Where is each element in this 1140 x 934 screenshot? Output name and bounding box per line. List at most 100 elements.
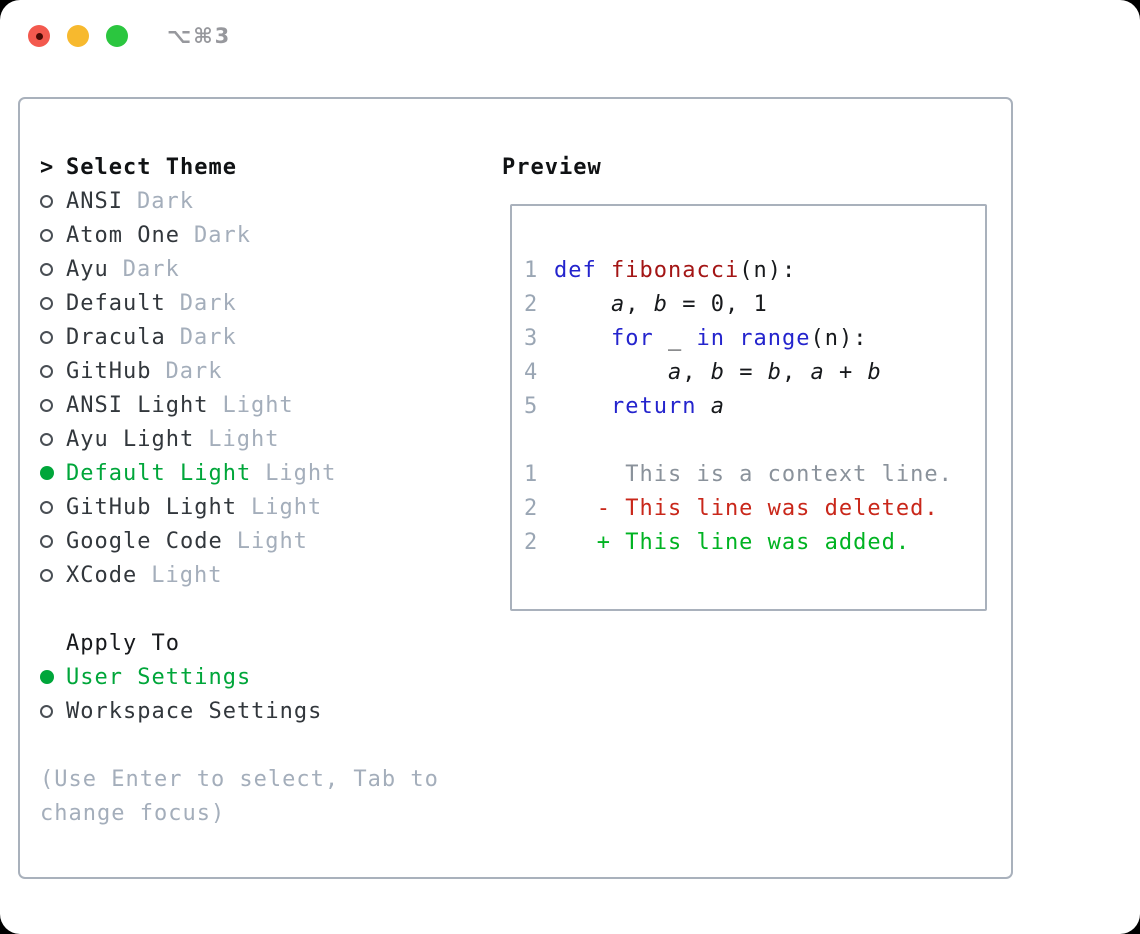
option-label: GitHub bbox=[66, 358, 152, 384]
line-number: 1 bbox=[524, 461, 539, 487]
titlebar: ⌥⌘3 bbox=[28, 0, 231, 72]
line-number: 1 bbox=[524, 257, 539, 283]
code-segment-plain: _ bbox=[653, 325, 697, 351]
code-segment-plain: = 0, 1 bbox=[667, 291, 768, 317]
select-theme-title: Select Theme bbox=[66, 154, 237, 180]
cursor-prefix-icon: > bbox=[40, 154, 55, 180]
radio-icon bbox=[40, 330, 53, 344]
code-segment-variable: b bbox=[767, 359, 782, 385]
option-variant: Light bbox=[250, 494, 323, 520]
option-label: Workspace Settings bbox=[66, 698, 323, 724]
theme-option-ayu-dark[interactable]: Ayu Dark bbox=[40, 252, 439, 286]
code-segment-variable: a bbox=[610, 291, 626, 317]
code-segment-plain bbox=[554, 292, 611, 317]
theme-option-dracula-dark[interactable]: Dracula Dark bbox=[40, 320, 439, 354]
spacer bbox=[40, 592, 439, 626]
option-variant: Light bbox=[265, 460, 337, 486]
radio-icon bbox=[40, 296, 53, 310]
diff-block: 1 This is a context line.2 - This line w… bbox=[524, 457, 985, 559]
option-variant: Light bbox=[236, 528, 308, 554]
code-segment-keyword: return bbox=[610, 393, 697, 419]
diff-line-context: 1 This is a context line. bbox=[524, 457, 985, 491]
option-variant: Dark bbox=[136, 188, 194, 214]
close-button[interactable] bbox=[28, 25, 50, 47]
option-variant: Light bbox=[151, 562, 223, 588]
code-segment-variable: a bbox=[667, 359, 683, 385]
line-number: 5 bbox=[524, 393, 539, 419]
option-label: XCode bbox=[66, 562, 138, 588]
option-label: Ayu bbox=[66, 256, 109, 282]
code-segment-variable: b bbox=[653, 291, 668, 317]
radio-icon bbox=[40, 398, 53, 412]
line-number: 3 bbox=[524, 325, 539, 351]
apply-option-user-settings[interactable]: User Settings bbox=[40, 660, 439, 694]
hint-line-1: (Use Enter to select, Tab to bbox=[40, 766, 439, 792]
option-label: Atom One bbox=[66, 222, 180, 248]
apply-to-header: Apply To bbox=[40, 626, 439, 660]
zoom-button[interactable] bbox=[106, 25, 128, 47]
code-segment-plain: , bbox=[625, 291, 654, 317]
code-segment-plain bbox=[597, 258, 611, 283]
radio-icon bbox=[40, 568, 53, 582]
theme-option-google-code-light[interactable]: Google Code Light bbox=[40, 524, 439, 558]
option-variant: Dark bbox=[179, 324, 237, 350]
option-variant: Dark bbox=[179, 290, 237, 316]
line-number: 2 bbox=[524, 291, 539, 317]
spacer bbox=[524, 423, 985, 457]
code-segment-variable: a bbox=[710, 393, 725, 419]
option-label: Default Light bbox=[66, 460, 252, 486]
apply-to-title: Apply To bbox=[66, 630, 180, 656]
radio-icon bbox=[40, 364, 53, 378]
radio-icon bbox=[40, 704, 53, 718]
code-segment-keyword: def bbox=[554, 257, 597, 283]
code-line: 3 for _ in range(n): bbox=[524, 321, 985, 355]
radio-icon bbox=[40, 534, 53, 548]
code-segment-plain bbox=[554, 326, 611, 351]
code-line: 2 a, b = 0, 1 bbox=[524, 287, 985, 321]
option-label: Google Code bbox=[66, 528, 223, 554]
code-segment-plain bbox=[725, 326, 739, 351]
code-segment-keyword: for bbox=[610, 325, 654, 351]
code-segment-plain: + bbox=[824, 359, 868, 385]
diff-text: - This line was deleted. bbox=[554, 495, 939, 521]
hint-line-2: change focus) bbox=[40, 800, 226, 826]
code-segment-variable: a bbox=[810, 359, 825, 385]
minimize-button[interactable] bbox=[67, 25, 89, 47]
diff-text: This is a context line. bbox=[554, 461, 953, 487]
option-label: Ayu Light bbox=[66, 426, 195, 452]
option-label: Dracula bbox=[66, 324, 166, 350]
theme-option-xcode-light[interactable]: XCode Light bbox=[40, 558, 439, 592]
diff-text: + This line was added. bbox=[554, 529, 911, 555]
option-variant: Dark bbox=[122, 256, 180, 282]
line-number: 4 bbox=[524, 359, 539, 385]
option-variant: Light bbox=[208, 426, 280, 452]
code-segment-variable: b bbox=[710, 359, 725, 385]
preview-header: Preview bbox=[502, 150, 602, 184]
diff-line-deleted: 2 - This line was deleted. bbox=[524, 491, 985, 525]
code-segment-plain bbox=[554, 360, 668, 385]
theme-option-ayu-light-light[interactable]: Ayu Light Light bbox=[40, 422, 439, 456]
radio-icon bbox=[40, 228, 53, 242]
apply-option-workspace-settings[interactable]: Workspace Settings bbox=[40, 694, 439, 728]
theme-option-default-light-light[interactable]: Default Light Light bbox=[40, 456, 439, 490]
code-segment-keyword: in bbox=[696, 325, 725, 351]
radio-icon bbox=[40, 194, 53, 208]
radio-selected-icon bbox=[40, 466, 54, 480]
line-number: 2 bbox=[524, 529, 539, 555]
code-segment-plain bbox=[696, 394, 710, 419]
diff-line-added: 2 + This line was added. bbox=[524, 525, 985, 559]
select-theme-header: > Select Theme bbox=[40, 150, 439, 184]
close-dot-icon bbox=[35, 32, 43, 40]
